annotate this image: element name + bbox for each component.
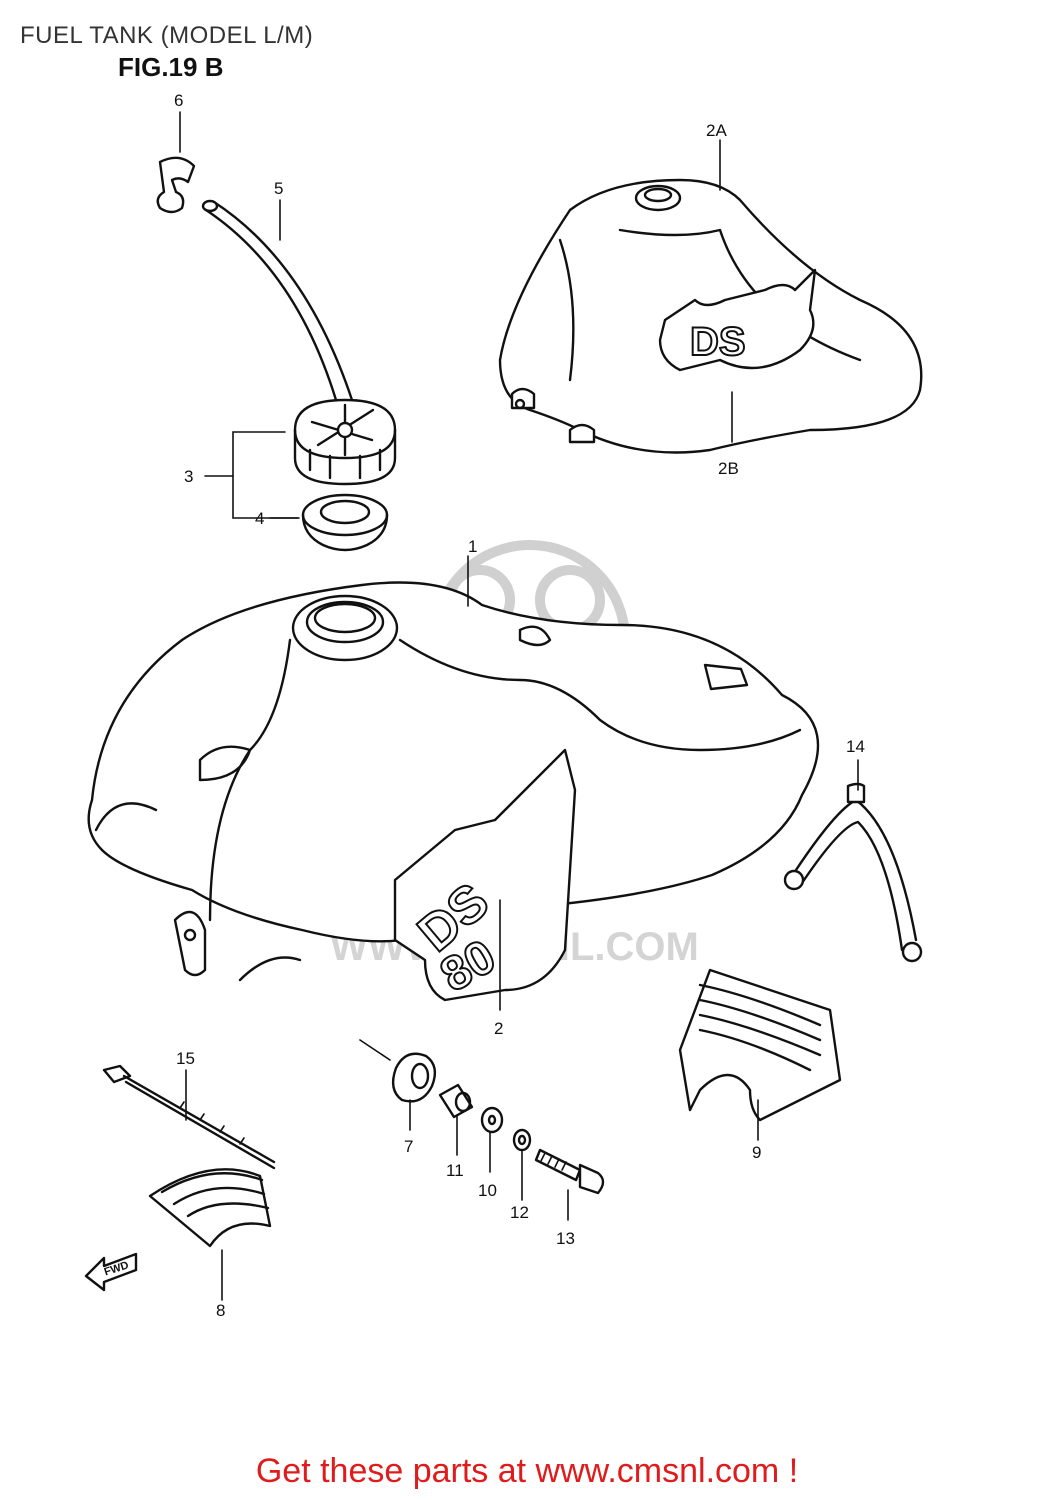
callout-1: 1 (468, 537, 477, 556)
part-13-bolt (534, 1148, 605, 1195)
part-11-collar (438, 1083, 474, 1119)
part-6-clip (156, 156, 196, 214)
figure-label: FIG.19 B (118, 52, 224, 82)
callout-5: 5 (274, 179, 283, 198)
callout-9: 9 (752, 1143, 761, 1162)
page-title: FUEL TANK (MODEL L/M) (20, 22, 314, 49)
callout-4: 4 (255, 509, 264, 528)
callout-11: 11 (446, 1161, 464, 1180)
callout-2: 2 (494, 1019, 503, 1038)
part-7-grommet (391, 1052, 437, 1103)
callout-12: 12 (510, 1203, 529, 1222)
part-9-cushion (678, 968, 842, 1122)
callout-2b: 2B (718, 459, 739, 478)
part-10-washer (480, 1106, 504, 1134)
fwd-arrow-icon: FWD (84, 1252, 138, 1292)
callout-7: 7 (404, 1137, 413, 1156)
part-15-cable-tie (102, 1064, 276, 1170)
part-1-main-tank: DS 80 (87, 581, 820, 1004)
callout-13: 13 (556, 1229, 575, 1248)
callout-8: 8 (216, 1301, 225, 1320)
callout-2a: 2A (706, 121, 727, 140)
callout-6: 6 (174, 91, 183, 110)
part-12-washer (512, 1128, 532, 1152)
leader-lines (179, 111, 859, 1301)
part-5-hose (201, 199, 354, 402)
part-14-bracket (783, 782, 923, 963)
callout-15: 15 (176, 1049, 195, 1068)
part-4-gasket (301, 493, 389, 552)
footer-link[interactable]: Get these parts at www.cmsnl.com ! (255, 1452, 799, 1490)
part-3-fuel-cap (293, 398, 397, 486)
part-8-cushion (148, 1168, 272, 1248)
svg-text:DS: DS (690, 320, 746, 364)
callout-3: 3 (184, 467, 193, 486)
callout-10: 10 (478, 1181, 497, 1200)
callout-14: 14 (846, 737, 865, 756)
part-2a-tank-detail: DS (498, 178, 923, 454)
callout-bracket-3-4 (232, 431, 300, 519)
